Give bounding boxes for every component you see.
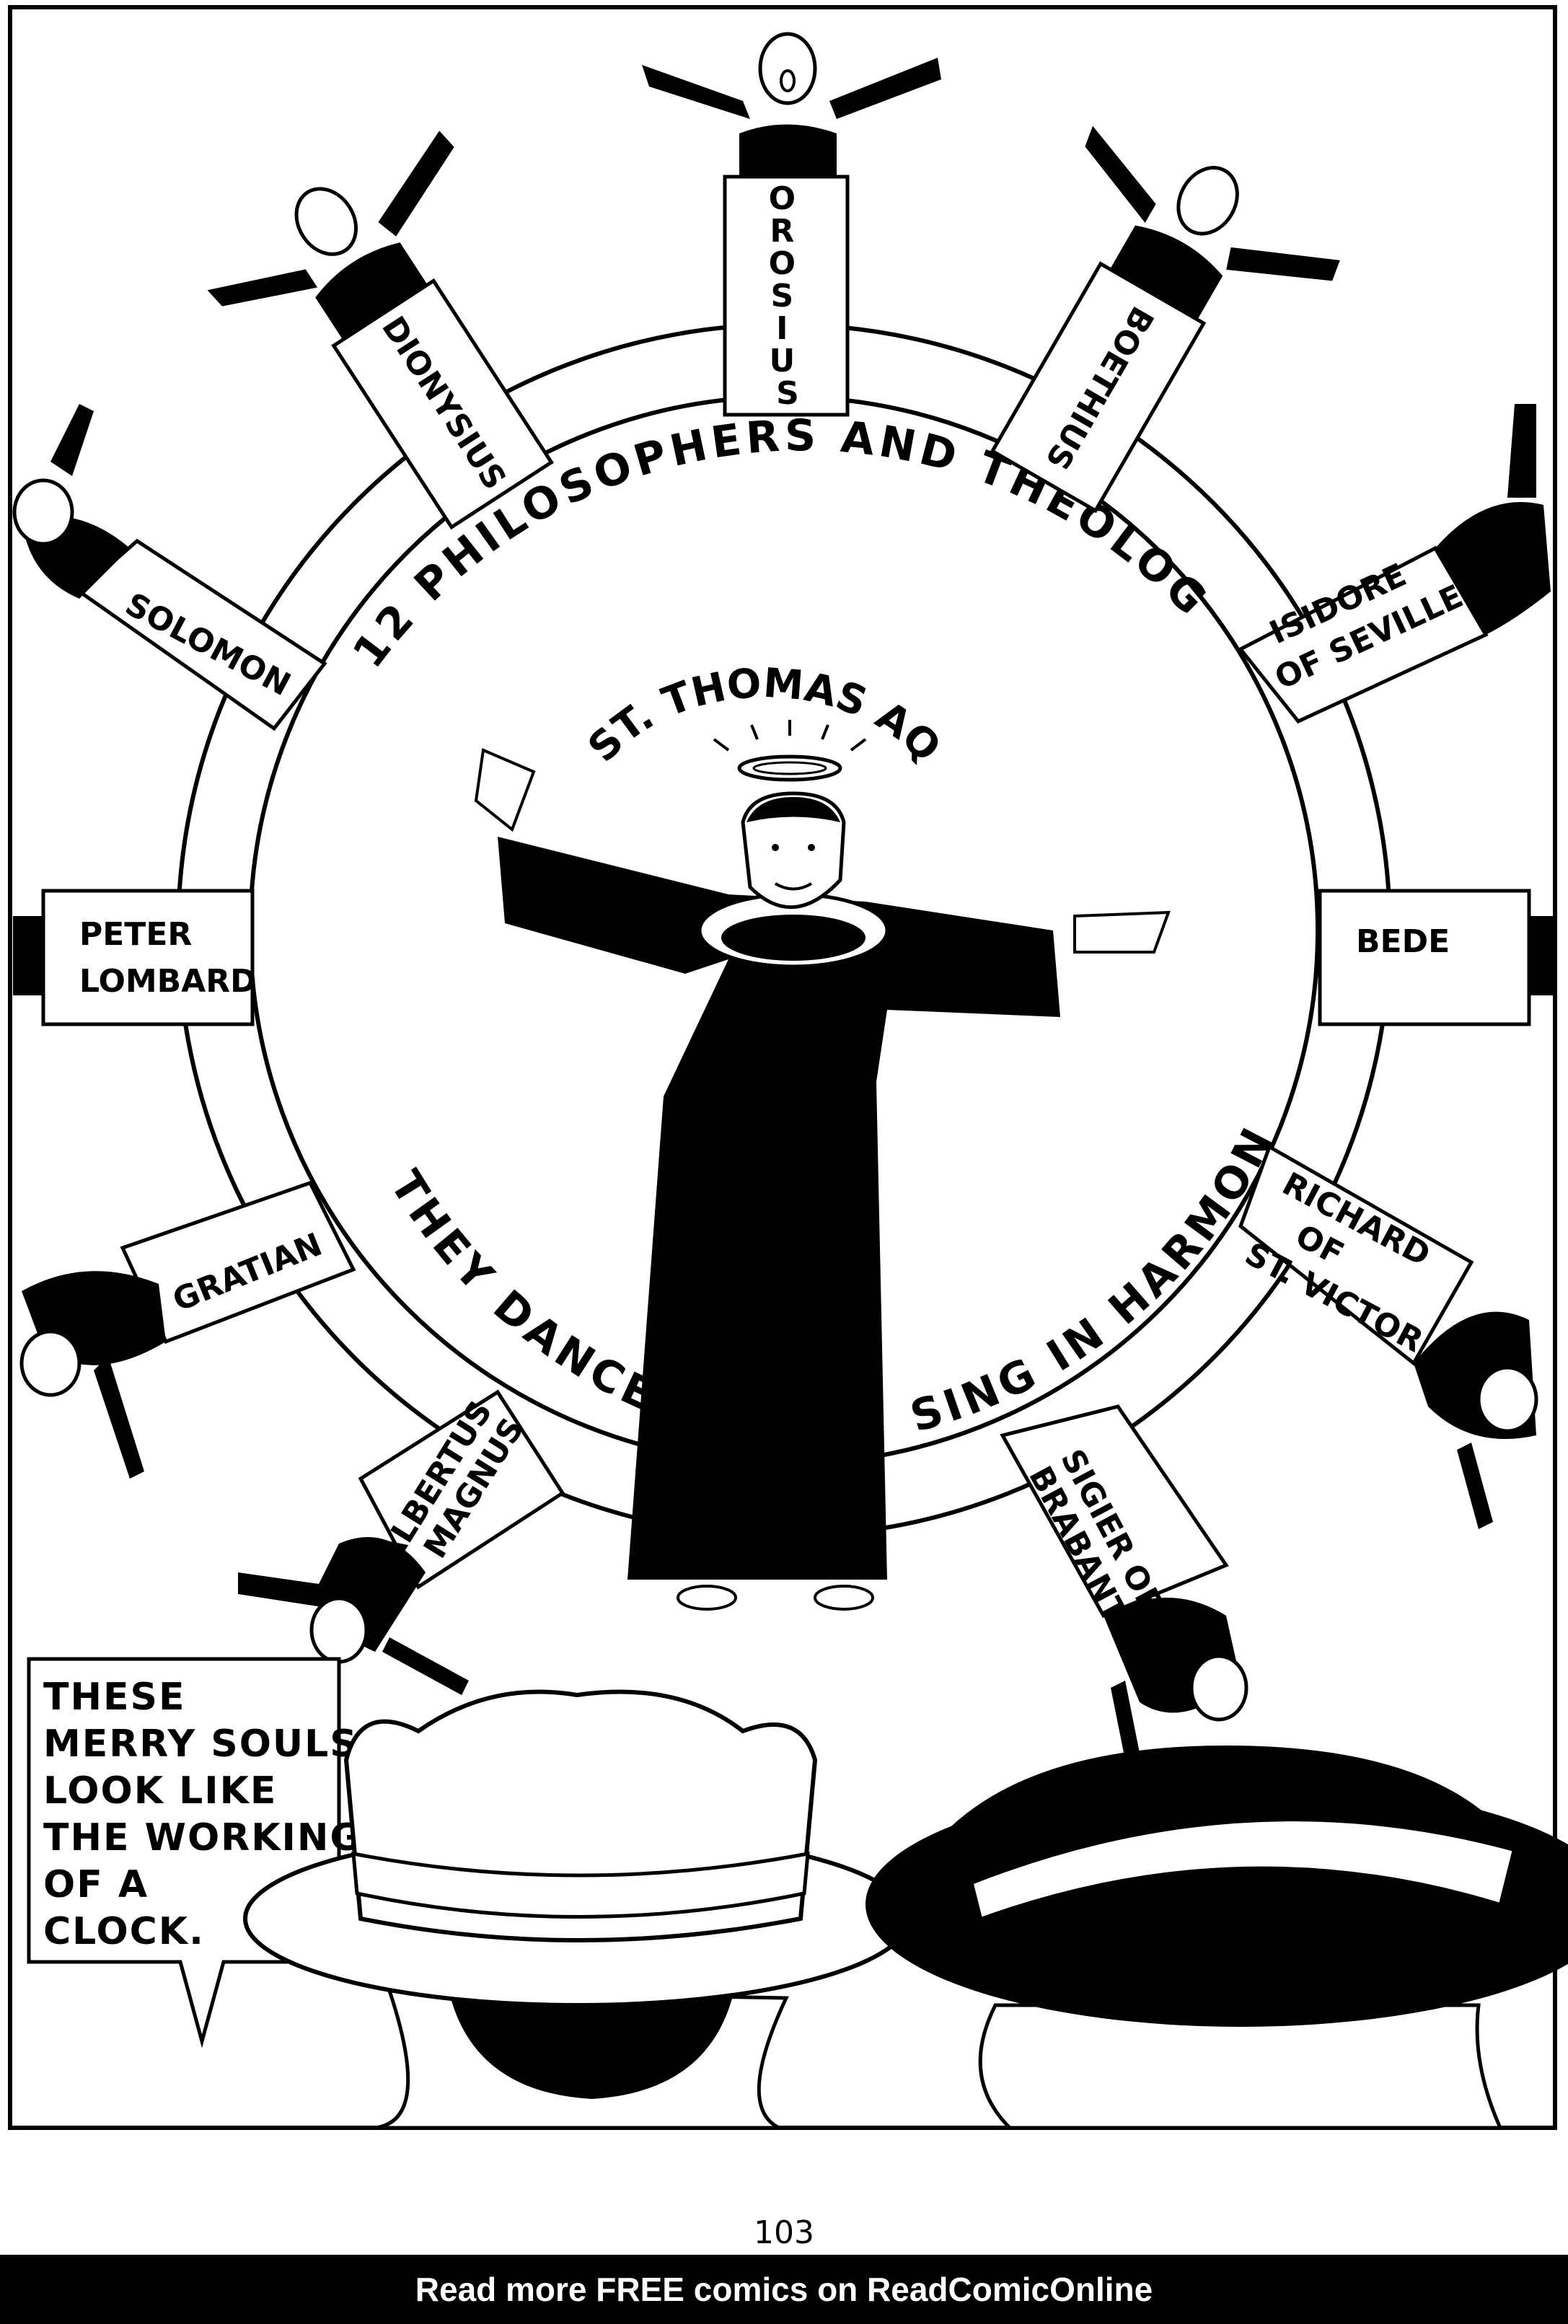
spoke-bede: BEDE xyxy=(1318,889,1554,1026)
spoke-sigier: SIGIER OF BRABANT xyxy=(1000,1404,1248,1760)
spoke-isidore: ISIDORE OF SEVILLE xyxy=(1238,404,1551,724)
dante-figure xyxy=(243,1689,911,2130)
spoke-richard: RICHARD OF ST. VICTOR xyxy=(1238,1144,1538,1529)
orosius-label: O R O S I U S xyxy=(769,180,807,412)
beatrice-figure xyxy=(866,1746,1568,2130)
spoke-solomon: SOLOMON xyxy=(12,404,327,731)
panel-border xyxy=(8,5,1557,2130)
spoke-orosius: O R O S I U S xyxy=(642,32,941,417)
halo-icon xyxy=(713,720,867,782)
spoke-gratian: GRATIAN xyxy=(19,1180,356,1479)
bede-label: BEDE xyxy=(1356,923,1450,960)
speech-bubble: THESE MERRY SOULS LOOK LIKE THE WORKINGS… xyxy=(27,1657,405,2048)
speech-bubble-text: THESE MERRY SOULS LOOK LIKE THE WORKINGS… xyxy=(43,1676,405,1953)
footer-banner[interactable]: Read more FREE comics on ReadComicOnline xyxy=(0,2255,1568,2324)
peter-lombard-label: PETER LOMBARD xyxy=(79,916,257,1000)
footer-text[interactable]: Read more FREE comics on ReadComicOnline xyxy=(415,2271,1153,2308)
page-number: 103 xyxy=(754,2214,814,2251)
spoke-peter-lombard: PETER LOMBARD xyxy=(13,889,257,1026)
spoke-albertus-magnus: ALBERTUS MAGNUS xyxy=(238,1389,565,1695)
